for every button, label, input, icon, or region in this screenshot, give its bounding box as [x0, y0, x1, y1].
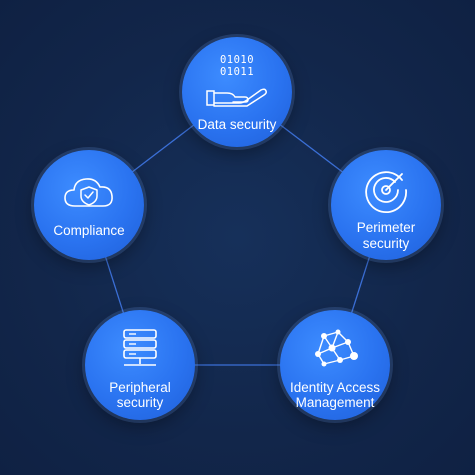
cloud-shield-icon — [34, 172, 144, 212]
node-label: Compliance — [53, 223, 125, 238]
node-label-line2: security — [362, 236, 410, 251]
node-label-line2: Management — [295, 395, 375, 410]
node-label-line2: security — [116, 395, 164, 410]
server-stack-icon — [85, 328, 195, 368]
hand-data-icon: 01010 01011 — [182, 55, 292, 111]
network-nodes-icon — [280, 326, 390, 368]
node-perimeter-security[interactable]: Perimeter security — [331, 150, 441, 260]
node-data-security[interactable]: 01010 01011 Data security — [182, 37, 292, 147]
node-identity-access-management[interactable]: Identity Access Management — [280, 310, 390, 420]
binary-line-1: 01010 — [219, 54, 255, 66]
binary-line-2: 01011 — [219, 66, 255, 78]
node-compliance[interactable]: Compliance — [34, 150, 144, 260]
node-label-line1: Identity Access — [289, 380, 381, 395]
node-label: Data security — [197, 117, 277, 132]
target-radar-icon — [331, 166, 441, 214]
node-peripheral-security[interactable]: Peripheral security — [85, 310, 195, 420]
node-label-line1: Peripheral — [109, 380, 171, 395]
node-label-line1: Perimeter — [356, 220, 416, 235]
